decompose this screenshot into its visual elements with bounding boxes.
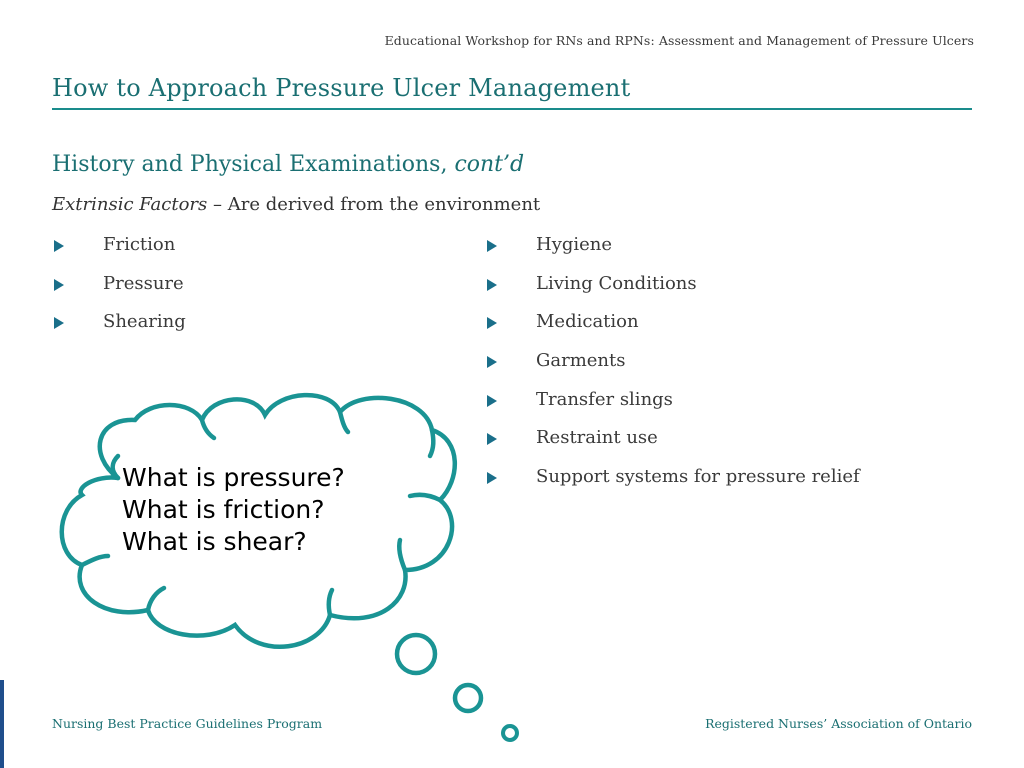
list-item-label: Restraint use: [536, 427, 658, 449]
list-item: Transfer slings: [487, 388, 947, 427]
list-item-label: Medication: [536, 311, 639, 333]
triangle-bullet-icon: [487, 317, 497, 330]
footer-organization-name: Registered Nurses’ Association of Ontari…: [705, 716, 972, 731]
right-bullet-list: Hygiene Living Conditions Medication Gar…: [487, 233, 947, 504]
triangle-bullet-icon: [487, 356, 497, 369]
list-item-label: Garments: [536, 350, 626, 372]
footer-program-name: Nursing Best Practice Guidelines Program: [52, 716, 323, 731]
list-item: Support systems for pressure relief: [487, 465, 947, 504]
intro-italic: Extrinsic Factors: [52, 194, 208, 215]
thought-bubble-small: [501, 724, 519, 742]
list-item: Garments: [487, 349, 947, 388]
list-item-label: Shearing: [103, 311, 186, 333]
list-item: Friction: [54, 233, 434, 272]
list-item: Restraint use: [487, 426, 947, 465]
list-item-label: Living Conditions: [536, 272, 697, 294]
list-item: Pressure: [54, 272, 434, 311]
list-item-label: Hygiene: [536, 234, 613, 255]
triangle-bullet-icon: [487, 394, 497, 407]
thought-cloud-outline: [59, 392, 457, 650]
subtitle-main: History and Physical Examinations,: [52, 152, 455, 177]
slide-title: How to Approach Pressure Ulcer Managemen…: [52, 74, 972, 110]
extrinsic-factors-intro: Extrinsic Factors – Are derived from the…: [52, 194, 540, 215]
triangle-bullet-icon: [487, 278, 497, 291]
thought-bubble-large: [394, 632, 438, 676]
list-item: Medication: [487, 310, 947, 349]
triangle-bullet-icon: [487, 240, 497, 252]
triangle-bullet-icon: [487, 433, 497, 446]
list-item: Living Conditions: [487, 272, 947, 311]
list-item: Hygiene: [487, 233, 947, 272]
triangle-bullet-icon: [54, 317, 64, 330]
triangle-bullet-icon: [487, 472, 497, 485]
cloud-question: What is friction?: [122, 495, 325, 524]
thought-bubble-medium: [452, 682, 484, 714]
triangle-bullet-icon: [54, 240, 64, 252]
section-subtitle: History and Physical Examinations, cont’…: [52, 152, 524, 177]
left-edge-accent-bar: [0, 680, 4, 768]
left-bullet-list: Friction Pressure Shearing: [54, 233, 434, 349]
cloud-question: What is pressure?: [122, 463, 345, 492]
header-workshop-title: Educational Workshop for RNs and RPNs: A…: [384, 33, 974, 48]
list-item-label: Support systems for pressure relief: [536, 466, 860, 488]
list-item-label: Friction: [103, 234, 176, 255]
triangle-bullet-icon: [54, 278, 64, 291]
intro-rest: – Are derived from the environment: [207, 194, 541, 215]
list-item-label: Pressure: [103, 272, 184, 294]
thought-cloud-text: What is pressure? What is friction? What…: [122, 462, 345, 558]
list-item-label: Transfer slings: [536, 388, 673, 410]
cloud-question: What is shear?: [122, 527, 307, 556]
list-item: Shearing: [54, 310, 434, 349]
subtitle-italic: cont’d: [454, 152, 525, 177]
